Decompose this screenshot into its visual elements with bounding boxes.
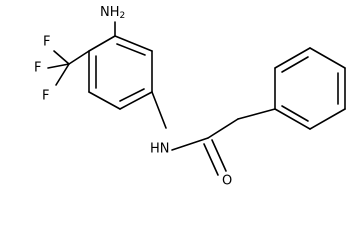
molecule-structure: NH2 F F F HN O (34, 5, 346, 189)
ring-bond (114, 35, 153, 52)
amide-n-bond (151, 91, 167, 129)
benzyl-bond (237, 108, 276, 120)
ring-bond (309, 47, 346, 69)
carbonyl-double-bond (203, 143, 219, 176)
fluorine-label: F (42, 89, 49, 104)
ring-bond (309, 108, 346, 130)
aniline-ring (88, 35, 153, 110)
ring-double-bond (281, 56, 309, 73)
amide-nh-label: HN (150, 142, 170, 157)
methylene-bond (207, 118, 239, 139)
cf-bond (53, 50, 70, 65)
ring-double-bond (119, 88, 145, 102)
carbonyl-oxygen-label: O (222, 174, 232, 189)
cf-bond (55, 63, 70, 86)
ring-bond (119, 91, 153, 110)
amine-label: NH2 (100, 5, 125, 22)
ring-bond (274, 47, 311, 69)
cf3-bond (68, 50, 90, 65)
ring-double-bond (281, 105, 309, 122)
ring-bond (274, 108, 311, 130)
fluorine-label: F (34, 61, 41, 76)
ring-double-bond (116, 43, 146, 56)
structure-canvas: NH2 F F F HN O (34, 5, 346, 189)
cf-bond (47, 63, 70, 69)
amide-cn-bond (171, 137, 209, 151)
ring-bond (88, 91, 121, 110)
carbonyl-double-bond (211, 139, 227, 172)
ring-bond (88, 35, 116, 52)
phenyl-ring (274, 47, 346, 130)
fluorine-label: F (43, 35, 50, 50)
